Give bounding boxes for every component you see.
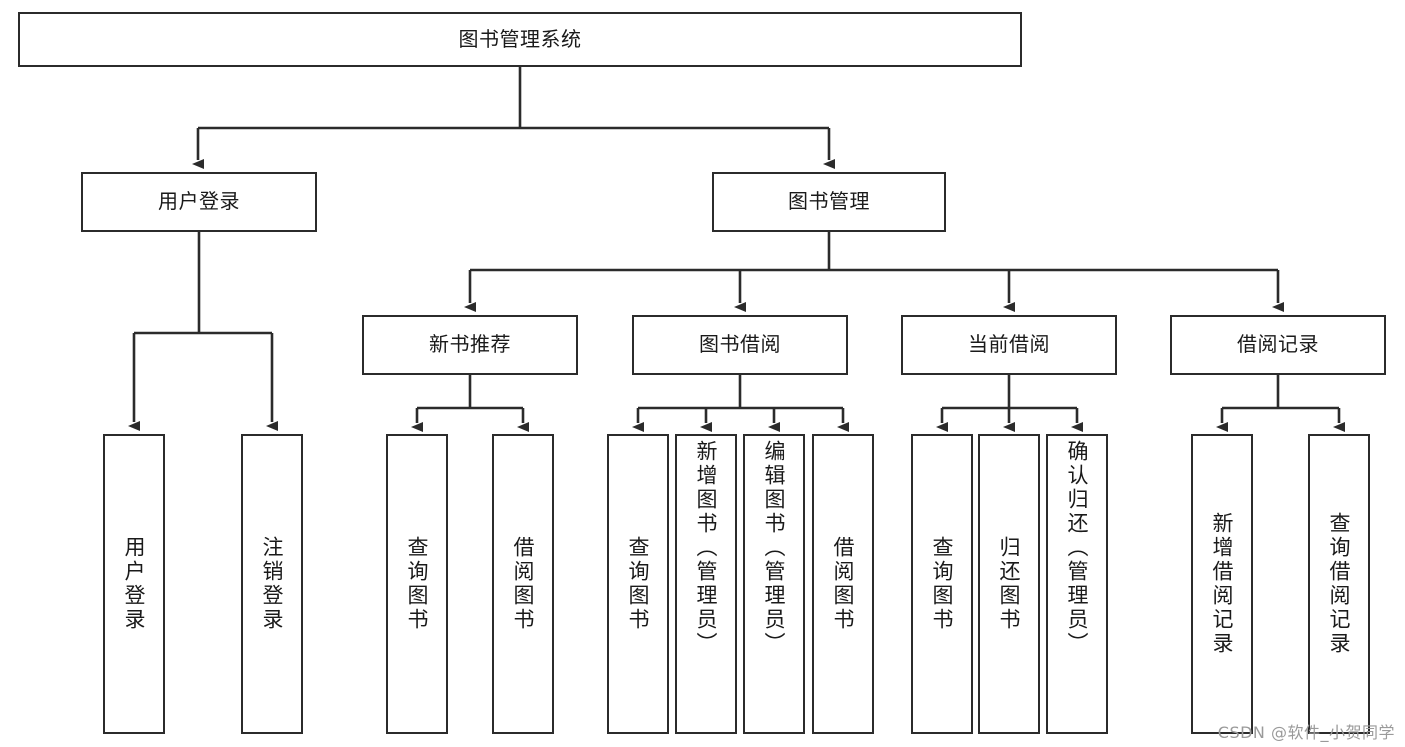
node-leaf-user-login[interactable]: 用户登录	[103, 434, 165, 734]
node-leaf-borrow-book-bb-label: 借阅图书	[831, 536, 856, 632]
node-book-manage-label: 图书管理	[788, 189, 870, 214]
node-leaf-query-borrow-record-label: 查询借阅记录	[1327, 512, 1352, 656]
node-leaf-query-borrow-record[interactable]: 查询借阅记录	[1308, 434, 1370, 734]
node-borrow-record[interactable]: 借阅记录	[1170, 315, 1386, 375]
node-borrow-record-label: 借阅记录	[1237, 332, 1319, 357]
node-leaf-query-book-bb-label: 查询图书	[626, 536, 651, 632]
node-leaf-query-book-cb[interactable]: 查询图书	[911, 434, 973, 734]
node-leaf-edit-book-admin-label: 编辑图书（管理员）	[762, 440, 787, 656]
node-new-book-recommend[interactable]: 新书推荐	[362, 315, 578, 375]
node-user-login-label: 用户登录	[158, 189, 240, 214]
node-book-borrow-label: 图书借阅	[699, 332, 781, 357]
node-leaf-user-login-label: 用户登录	[122, 536, 147, 632]
node-book-borrow[interactable]: 图书借阅	[632, 315, 848, 375]
node-leaf-confirm-return-admin-label: 确认归还（管理员）	[1065, 440, 1090, 656]
node-leaf-query-book-nbr-label: 查询图书	[405, 536, 430, 632]
node-leaf-add-book-admin[interactable]: 新增图书（管理员）	[675, 434, 737, 734]
node-leaf-borrow-book-nbr-label: 借阅图书	[511, 536, 536, 632]
node-leaf-edit-book-admin[interactable]: 编辑图书（管理员）	[743, 434, 805, 734]
node-leaf-return-book[interactable]: 归还图书	[978, 434, 1040, 734]
node-leaf-logout[interactable]: 注销登录	[241, 434, 303, 734]
csdn-watermark: CSDN @软件_小贺同学	[1217, 723, 1395, 742]
node-book-manage[interactable]: 图书管理	[712, 172, 946, 232]
node-leaf-add-borrow-record[interactable]: 新增借阅记录	[1191, 434, 1253, 734]
node-leaf-return-book-label: 归还图书	[997, 536, 1022, 632]
node-root[interactable]: 图书管理系统	[18, 12, 1022, 67]
node-leaf-borrow-book-nbr[interactable]: 借阅图书	[492, 434, 554, 734]
node-new-book-recommend-label: 新书推荐	[429, 332, 511, 357]
node-leaf-logout-label: 注销登录	[260, 536, 285, 632]
node-root-label: 图书管理系统	[458, 26, 582, 51]
node-leaf-query-book-bb[interactable]: 查询图书	[607, 434, 669, 734]
node-leaf-query-book-cb-label: 查询图书	[930, 536, 955, 632]
node-leaf-add-borrow-record-label: 新增借阅记录	[1210, 512, 1235, 656]
node-user-login[interactable]: 用户登录	[81, 172, 317, 232]
node-leaf-confirm-return-admin[interactable]: 确认归还（管理员）	[1046, 434, 1108, 734]
node-leaf-add-book-admin-label: 新增图书（管理员）	[694, 440, 719, 656]
node-current-borrow[interactable]: 当前借阅	[901, 315, 1117, 375]
node-current-borrow-label: 当前借阅	[968, 332, 1050, 357]
node-leaf-query-book-nbr[interactable]: 查询图书	[386, 434, 448, 734]
node-leaf-borrow-book-bb[interactable]: 借阅图书	[812, 434, 874, 734]
